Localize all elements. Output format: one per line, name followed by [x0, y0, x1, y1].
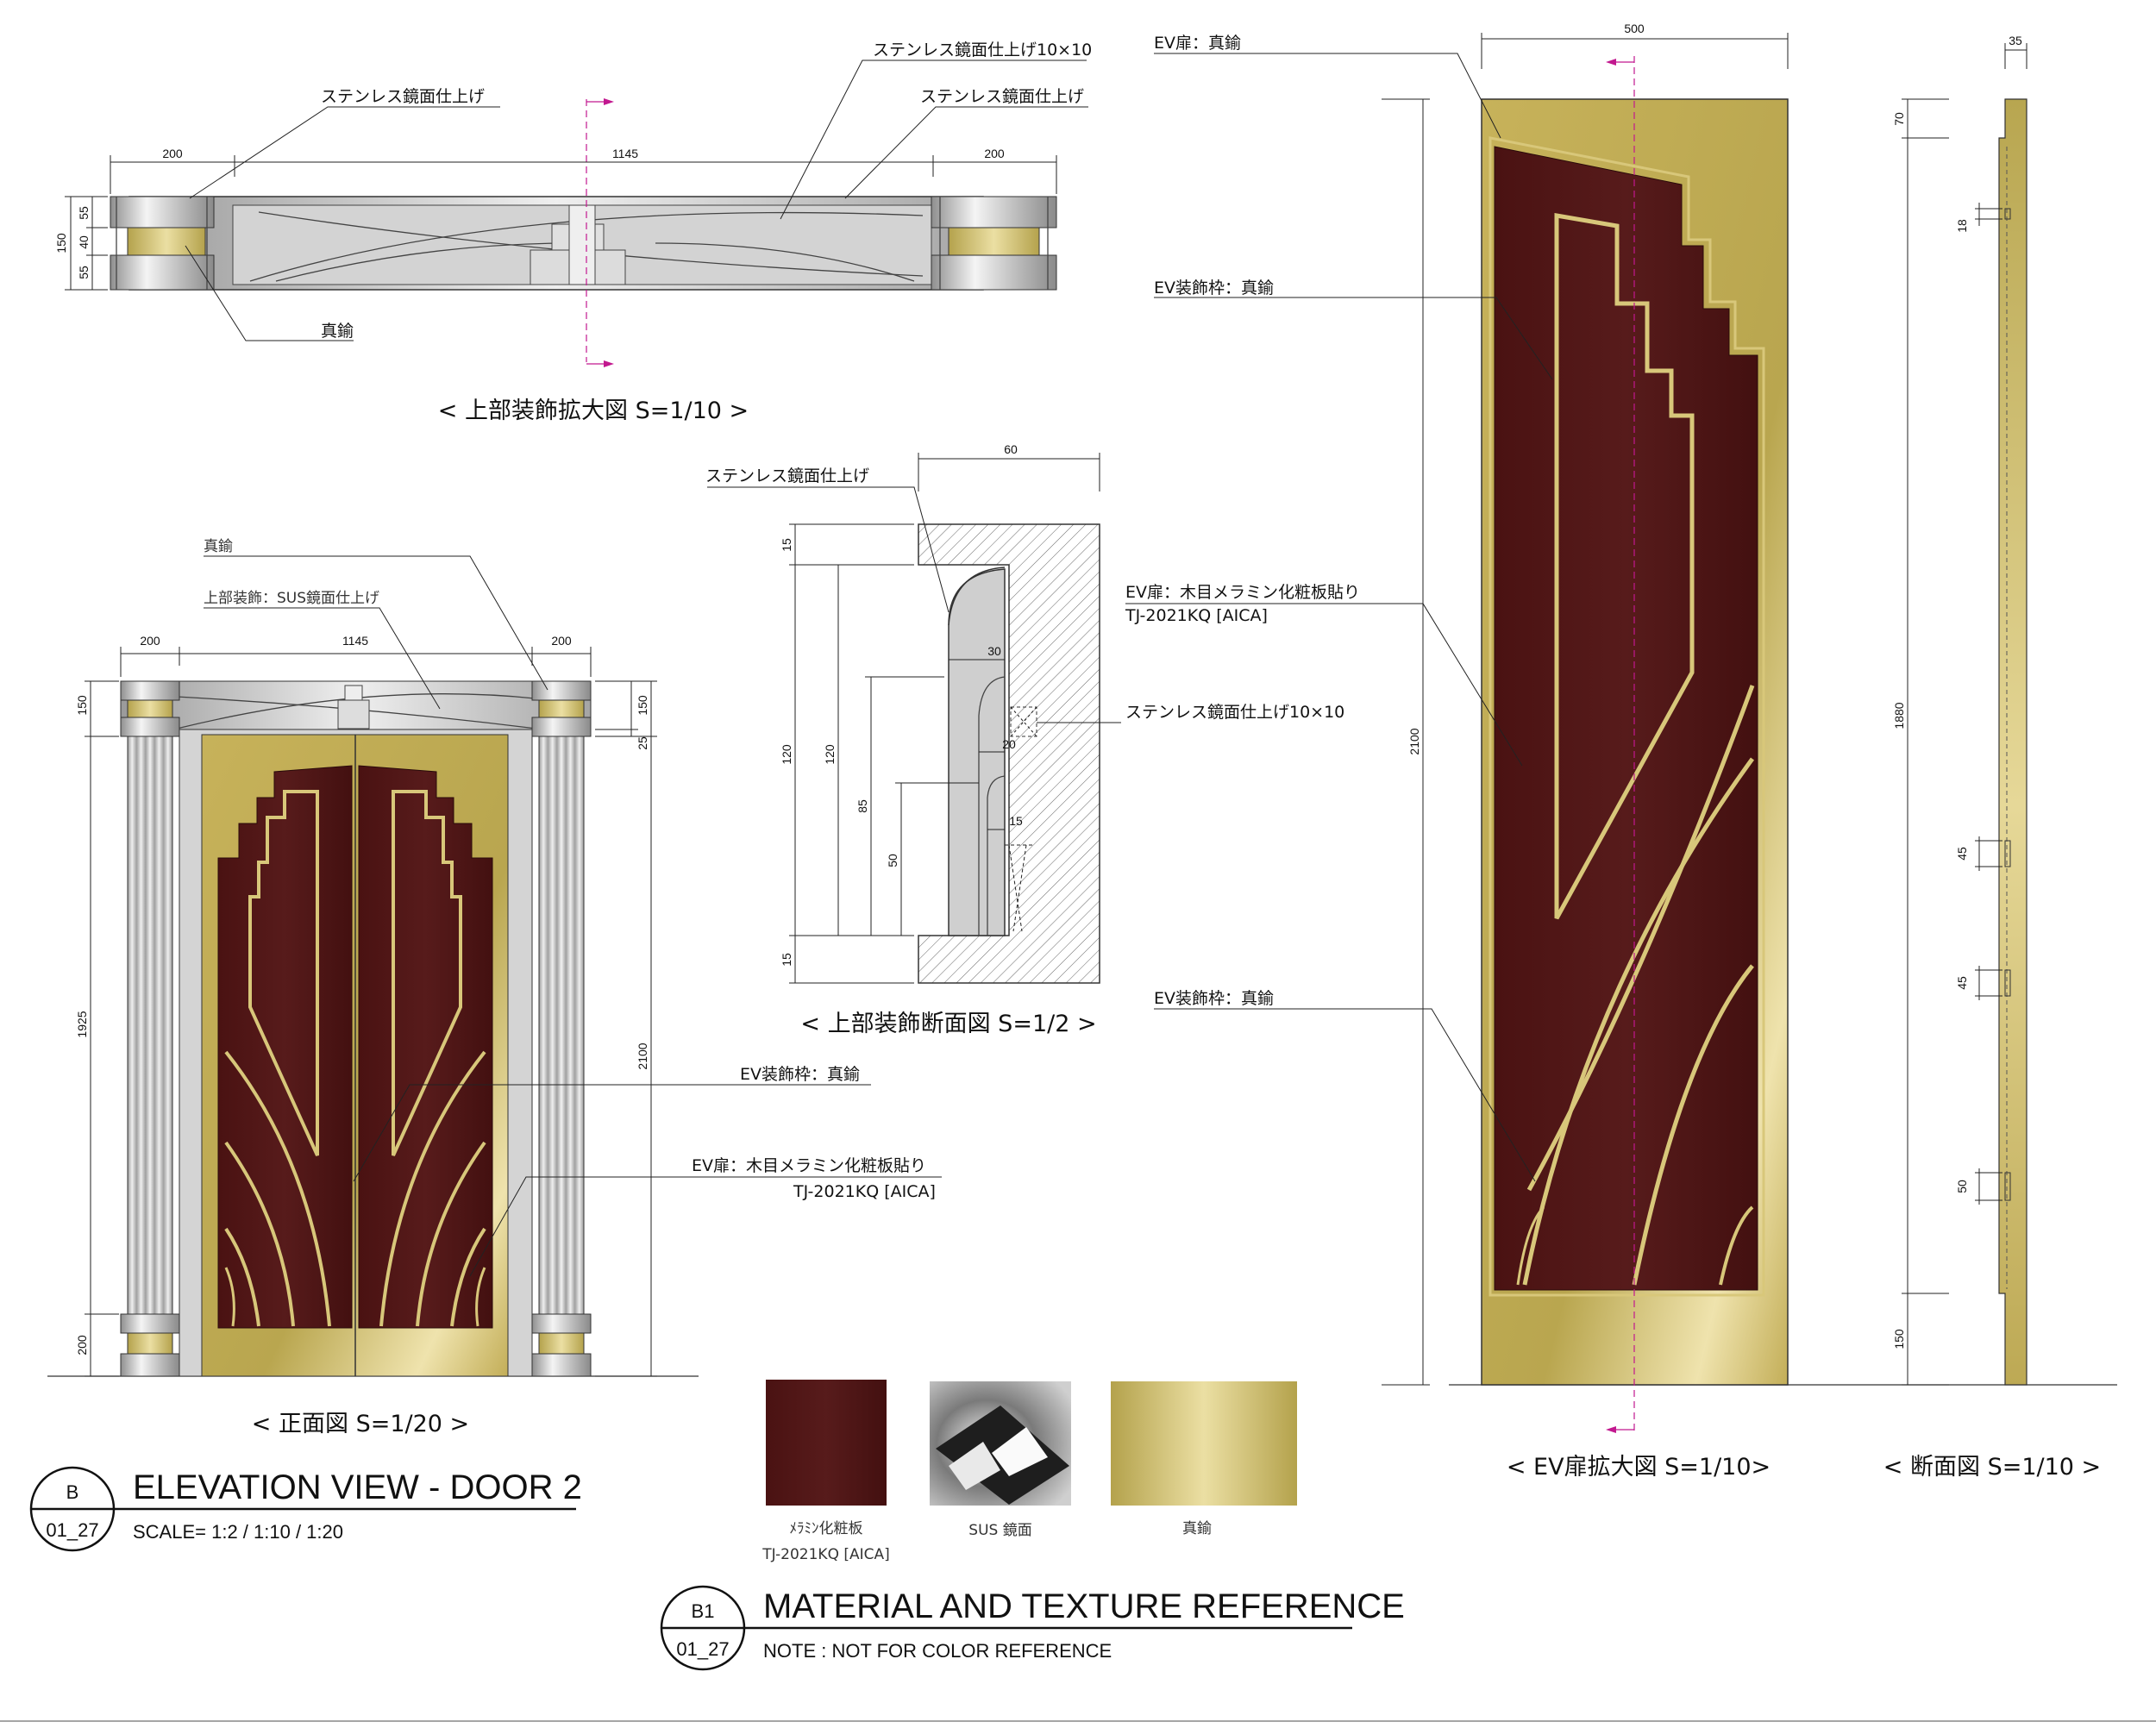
title-2-note: NOTE : NOT FOR COLOR REFERENCE: [763, 1640, 1112, 1662]
dd-label-panel-code: TJ-2021KQ [AICA]: [1125, 606, 1268, 625]
sec-label-sus-flat: ステンレス鏡面仕上げ10×10: [1125, 703, 1344, 722]
dd-label-frame1: EV装飾枠：真鍮: [1154, 279, 1274, 297]
cs-dim-50: 50: [1955, 1180, 1969, 1193]
dd-label-panel: EV扉：木目メラミン化粧板貼り: [1125, 583, 1360, 602]
fr-label-brass: 真鍮: [204, 538, 233, 555]
section-caption: < 上部装飾断面図 S=1/2 >: [800, 1011, 1096, 1037]
cs-dim-top: 70: [1892, 112, 1906, 126]
fr-label-upper: 上部装飾：SUS鏡面仕上げ: [204, 590, 379, 607]
dd-dim-w: 500: [1624, 22, 1645, 35]
sec-dim-r15: 15: [1009, 814, 1023, 828]
cs-dim-45b: 45: [1955, 976, 1969, 990]
sec-dim-h-top: 15: [780, 538, 793, 552]
sec-dim-h-main: 120: [780, 744, 793, 765]
dd-label-frame2: EV装飾枠：真鍮: [1154, 989, 1274, 1008]
td-dim-h2: 40: [77, 235, 91, 249]
td-dim-w-left: 200: [162, 147, 183, 160]
dd-dim-h: 2100: [1407, 728, 1421, 754]
dd-label-door: EV扉：真鍮: [1154, 34, 1241, 53]
swatch-brass: [1111, 1381, 1297, 1506]
title-2-tag-top: B1: [692, 1600, 715, 1622]
cs-dim-w: 35: [2009, 34, 2022, 47]
material-1-name: SUS 鏡面: [968, 1522, 1031, 1539]
title-2-heading: MATERIAL AND TEXTURE REFERENCE: [763, 1587, 1405, 1625]
td-label-brass: 真鍮: [321, 322, 354, 341]
td-dim-h3: 55: [77, 266, 91, 279]
td-label-sus2: ステンレス鏡面仕上げ: [920, 87, 1084, 106]
title-block-materials: [660, 1585, 1352, 1671]
fr-label-door: EV扉：木目メラミン化粧板貼り: [692, 1156, 926, 1175]
title-2-tag-bottom: 01_27: [676, 1638, 729, 1660]
sec-dim-h-85: 85: [856, 799, 869, 813]
fr-label-door-code: TJ-2021KQ [AICA]: [793, 1182, 936, 1201]
upper-section-drawing: [707, 453, 1121, 984]
cs-dim-18: 18: [1955, 219, 1969, 233]
title-block-elevation: [29, 1466, 576, 1552]
cross-section-caption: < 断面図 S=1/10 >: [1883, 1454, 2101, 1481]
cs-dim-main: 1880: [1892, 702, 1906, 729]
material-0-code: TJ-2021KQ [AICA]: [761, 1546, 890, 1563]
sec-dim-r20: 20: [1002, 737, 1016, 751]
swatch-wood: [766, 1380, 887, 1506]
fr-dim-h-top: 150: [75, 695, 89, 716]
fr-dim-h-top-r: 150: [636, 695, 649, 716]
td-label-sus-flat: ステンレス鏡面仕上げ10×10: [873, 41, 1092, 59]
fr-dim-h-col: 1925: [75, 1011, 89, 1037]
sec-dim-h-bot: 15: [780, 953, 793, 967]
td-label-sus1: ステンレス鏡面仕上げ: [321, 87, 485, 106]
top-detail-caption: < 上部装飾拡大図 S=1/10 >: [438, 398, 749, 424]
title-1-scale: SCALE= 1:2 / 1:10 / 1:20: [133, 1521, 343, 1543]
td-dim-h1: 55: [77, 206, 91, 220]
sec-dim-r30: 30: [987, 644, 1001, 658]
fr-label-frame: EV装飾枠：真鍮: [740, 1065, 860, 1084]
top-detail-drawing: [65, 59, 1088, 367]
material-0-name: ﾒﾗﾐﾝ化粧板: [790, 1520, 863, 1537]
material-swatches: [766, 1380, 1297, 1506]
title-1-tag-top: B: [66, 1481, 79, 1503]
cs-dim-bottom: 150: [1892, 1329, 1906, 1349]
td-dim-w-mid: 1145: [612, 147, 638, 160]
fr-dim-w-mid: 1145: [342, 634, 368, 648]
door-detail-caption: < EV扉拡大図 S=1/10>: [1507, 1454, 1771, 1481]
fr-dim-h-base: 200: [75, 1335, 89, 1355]
cs-dim-45a: 45: [1955, 847, 1969, 861]
td-dim-h-total: 150: [54, 233, 68, 254]
material-2-name: 真鍮: [1182, 1520, 1212, 1537]
fr-dim-w-left: 200: [140, 634, 160, 648]
td-dim-w-right: 200: [984, 147, 1005, 160]
title-1-tag-bottom: 01_27: [46, 1519, 98, 1541]
sec-dim-w: 60: [1004, 442, 1018, 456]
front-elevation-drawing: [47, 555, 942, 1377]
sec-label-sus: ステンレス鏡面仕上げ: [705, 466, 869, 485]
fr-dim-w-right: 200: [551, 634, 572, 648]
title-1-heading: ELEVATION VIEW - DOOR 2: [133, 1468, 582, 1506]
sec-dim-h-inner: 120: [823, 744, 837, 765]
fr-dim-h-total: 2100: [636, 1042, 649, 1069]
sec-dim-h-50: 50: [886, 854, 899, 867]
fr-dim-h-gap: 25: [636, 736, 649, 750]
front-caption: < 正面図 S=1/20 >: [252, 1411, 469, 1437]
cross-section-drawing: [1902, 43, 2028, 1386]
door-detail-drawing: [1125, 33, 2117, 1433]
